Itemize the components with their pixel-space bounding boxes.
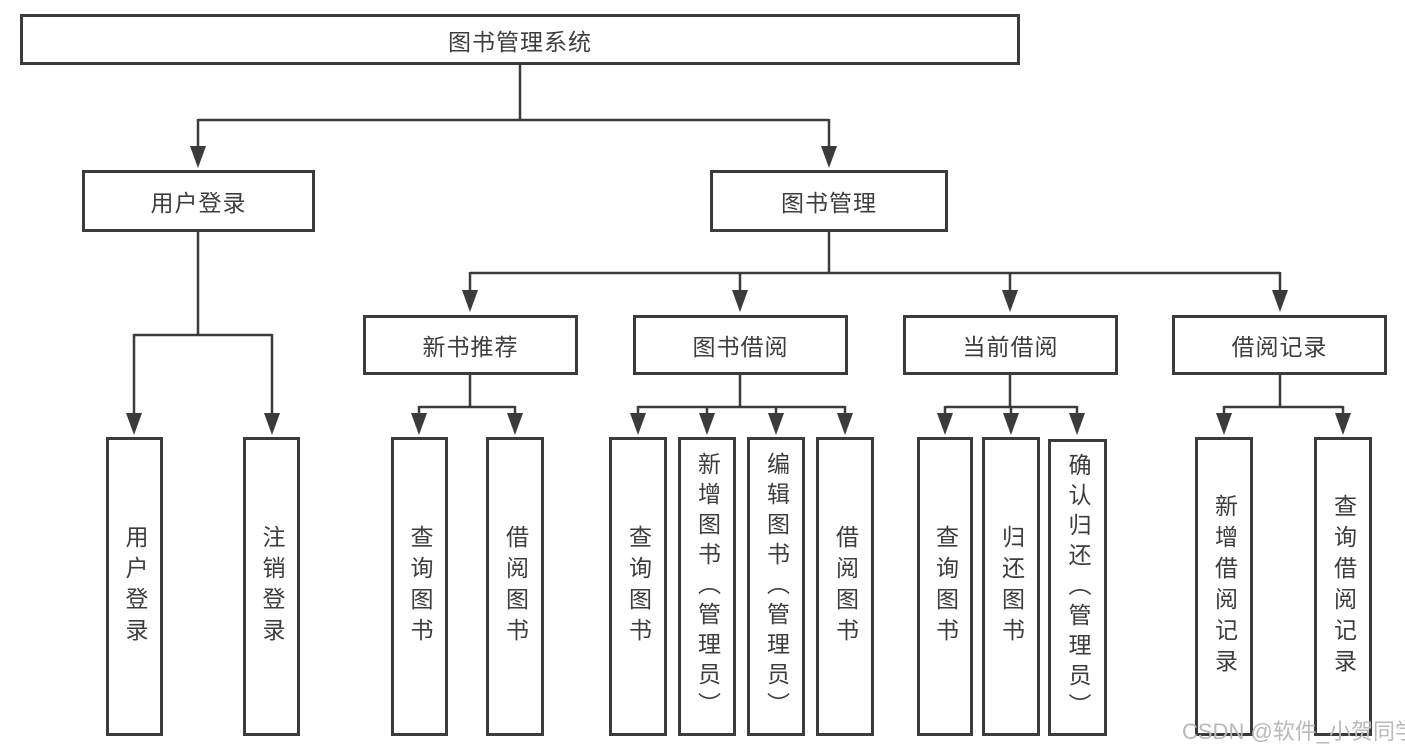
node-user-login: 用户登录 [82, 170, 315, 232]
leaf-query-books-recommend: 查询图书 [391, 437, 448, 736]
node-label: 图书借阅 [692, 334, 789, 360]
node-label: 借阅图书 [832, 524, 859, 649]
node-book-borrow: 图书借阅 [633, 315, 848, 375]
node-current-borrow: 当前借阅 [903, 315, 1118, 375]
node-label: 借阅记录 [1231, 334, 1328, 360]
node-label: 编辑图书（管理员） [763, 451, 790, 722]
leaf-query-books-borrow: 查询图书 [609, 437, 667, 736]
leaf-user-login: 用户登录 [106, 437, 163, 736]
leaf-add-book-admin: 新增图书（管理员） [678, 437, 736, 736]
node-label: 图书管理系统 [448, 28, 592, 55]
node-label: 新增图书（管理员） [694, 451, 721, 722]
node-new-book-recommend: 新书推荐 [363, 315, 578, 375]
node-label: 查询图书 [932, 524, 959, 649]
leaf-confirm-return-admin: 确认归还（管理员） [1048, 439, 1107, 736]
leaf-borrow-books-recommend: 借阅图书 [486, 437, 544, 736]
node-label: 借阅图书 [502, 524, 529, 649]
node-label: 用户登录 [150, 190, 247, 216]
leaf-query-borrow-record: 查询借阅记录 [1314, 437, 1372, 736]
node-label: 确认归还（管理员） [1065, 452, 1091, 723]
node-root: 图书管理系统 [20, 14, 1020, 65]
leaf-logout: 注销登录 [243, 437, 300, 736]
node-label: 用户登录 [122, 524, 148, 649]
leaf-add-borrow-record: 新增借阅记录 [1195, 437, 1253, 736]
node-label: 注销登录 [259, 524, 285, 649]
leaf-return-book: 归还图书 [982, 437, 1040, 736]
node-label: 新书推荐 [422, 334, 519, 360]
node-book-management: 图书管理 [710, 170, 948, 232]
leaf-query-books-current: 查询图书 [917, 437, 973, 736]
node-label: 查询图书 [407, 524, 433, 649]
node-label: 查询借阅记录 [1330, 493, 1357, 680]
leaf-edit-book-admin: 编辑图书（管理员） [747, 437, 805, 736]
node-label: 图书管理 [781, 190, 877, 216]
node-label: 新增借阅记录 [1211, 493, 1238, 680]
node-label: 查询图书 [625, 524, 652, 649]
node-label: 当前借阅 [962, 334, 1059, 360]
node-borrow-record: 借阅记录 [1172, 315, 1387, 375]
leaf-borrow-books: 借阅图书 [816, 437, 874, 736]
node-label: 归还图书 [998, 524, 1025, 649]
